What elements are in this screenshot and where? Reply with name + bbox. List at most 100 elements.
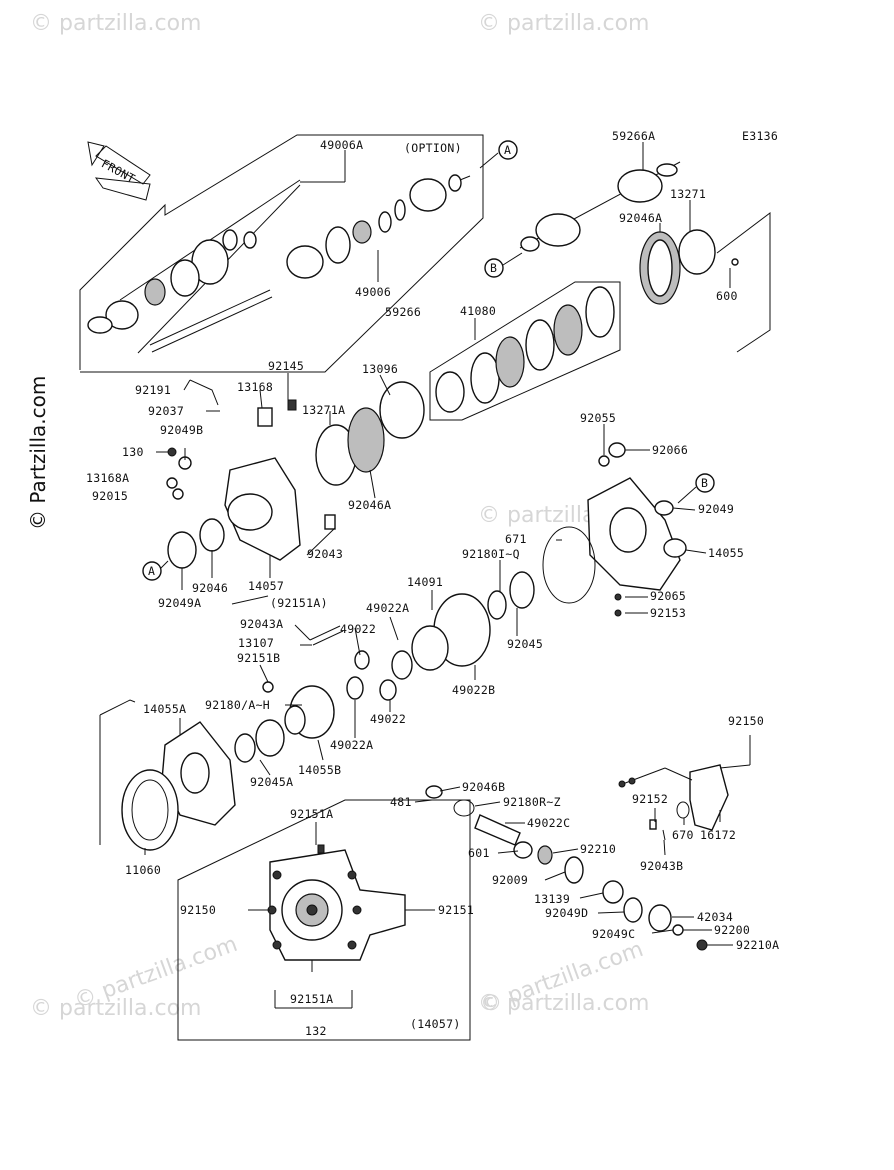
label-132: 132 [305, 1024, 327, 1038]
label-92153: 92153 [650, 606, 686, 620]
callout-a-left [142, 561, 162, 581]
label-92045: 92045 [507, 637, 543, 651]
label-92065: 92065 [650, 589, 686, 603]
housing-14055A [99, 699, 236, 851]
label-13107: 13107 [238, 636, 274, 650]
label-92066: 92066 [652, 443, 688, 457]
label-49022-b: 49022 [370, 712, 406, 726]
label-92049A: 92049A [158, 596, 201, 610]
label-92049B: 92049B [160, 423, 203, 437]
label-49022A-bot: 49022A [330, 738, 373, 752]
part-labels: 49006A (OPTION) 59266A 13271 92046A 600 … [86, 129, 779, 1038]
ring-13271 [678, 229, 716, 275]
label-92045A: 92045A [250, 775, 293, 789]
label-13139: 13139 [534, 892, 570, 906]
label-49022B: 49022B [452, 683, 495, 697]
label-601: 601 [468, 846, 490, 860]
label-16172: 16172 [700, 828, 736, 842]
callout-b-left [484, 258, 504, 278]
label-49022C: 49022C [527, 816, 570, 830]
label-92210: 92210 [580, 842, 616, 856]
callouts: A B B A [142, 140, 715, 581]
label-14055A: 14055A [143, 702, 186, 716]
label-14057: 14057 [248, 579, 284, 593]
assembly-box-14057 [177, 799, 471, 1041]
label-13168A: 13168A [86, 471, 129, 485]
label-600: 600 [716, 289, 738, 303]
label-14055B: 14055B [298, 763, 341, 777]
label-92152: 92152 [632, 792, 668, 806]
front-arrow-icon: FRONT [87, 141, 151, 201]
label-13271A: 13271A [302, 403, 345, 417]
label-14055: 14055 [708, 546, 744, 560]
label-92046A-top: 92046A [619, 211, 662, 225]
label-49006: 49006 [355, 285, 391, 299]
actuator-16172 [618, 764, 751, 831]
label-92009: 92009 [492, 873, 528, 887]
brand-vertical: © Partzilla.com [26, 376, 50, 530]
label-92046B: 92046B [462, 780, 505, 794]
housing-14057 [166, 379, 425, 605]
label-49006A: 49006A [320, 138, 363, 152]
label-92151B: 92151B [237, 651, 280, 665]
label-92043: 92043 [307, 547, 343, 561]
label-92043B: 92043B [640, 859, 683, 873]
label-92151A-bottom: 92151A [290, 992, 333, 1006]
label-92180I-Q: 92180I~Q [462, 547, 520, 561]
label-49022-a: 49022 [340, 622, 376, 636]
label-14057-paren: (14057) [410, 1017, 461, 1031]
label-92191: 92191 [135, 383, 171, 397]
label-11060: 11060 [125, 863, 161, 877]
driveshaft-group [79, 134, 484, 373]
label-92151A-paren: (92151A) [270, 596, 328, 610]
label-92151A-top: 92151A [290, 807, 333, 821]
label-92043A: 92043A [240, 617, 283, 631]
right-bracket [716, 211, 771, 353]
label-481: 481 [390, 795, 412, 809]
label-130: 130 [122, 445, 144, 459]
ring-gear-group [234, 571, 535, 763]
label-92055: 92055 [580, 411, 616, 425]
watermark-top-left: © partzilla.com [30, 11, 201, 36]
diagram-code: E3136 [742, 129, 778, 143]
label-92180R-Z: 92180R~Z [503, 795, 561, 809]
label-14091: 14091 [407, 575, 443, 589]
label-13168: 13168 [237, 380, 273, 394]
pinion-group [425, 785, 708, 951]
watermark-bottom-left: © partzilla.com [30, 996, 201, 1021]
label-92150-right: 92150 [728, 714, 764, 728]
label-13096: 13096 [362, 362, 398, 376]
label-92046: 92046 [192, 581, 228, 595]
label-92049D: 92049D [545, 906, 588, 920]
label-92037: 92037 [148, 404, 184, 418]
label-59266A: 59266A [612, 129, 655, 143]
callout-b-left-label: B [490, 261, 497, 275]
label-59266: 59266 [385, 305, 421, 319]
front-arrow-label: FRONT [99, 156, 137, 185]
label-92145: 92145 [268, 359, 304, 373]
callout-b-right [695, 473, 715, 493]
callout-b-right-label: B [701, 476, 708, 490]
label-92049C: 92049C [592, 927, 635, 941]
housing-14055 [542, 442, 687, 617]
watermark-top-right: © partzilla.com [478, 11, 649, 36]
label-92015: 92015 [92, 489, 128, 503]
label-670: 670 [672, 828, 694, 842]
watermark-bottom-right: © partzilla.com [478, 991, 649, 1016]
callout-a-top [498, 140, 518, 160]
label-92151: 92151 [438, 903, 474, 917]
label-92046A-mid: 92046A [348, 498, 391, 512]
label-92210A: 92210A [736, 938, 779, 952]
leader-lines [144, 142, 751, 1009]
callout-a-left-label: A [148, 564, 155, 578]
label-671: 671 [505, 532, 527, 546]
label-41080: 41080 [460, 304, 496, 318]
label-92150-left: 92150 [180, 903, 216, 917]
label-13271: 13271 [670, 187, 706, 201]
callout-a-top-label: A [504, 143, 511, 157]
label-92049: 92049 [698, 502, 734, 516]
label-49022A-top: 49022A [366, 601, 409, 615]
axle-59266A [519, 161, 681, 252]
